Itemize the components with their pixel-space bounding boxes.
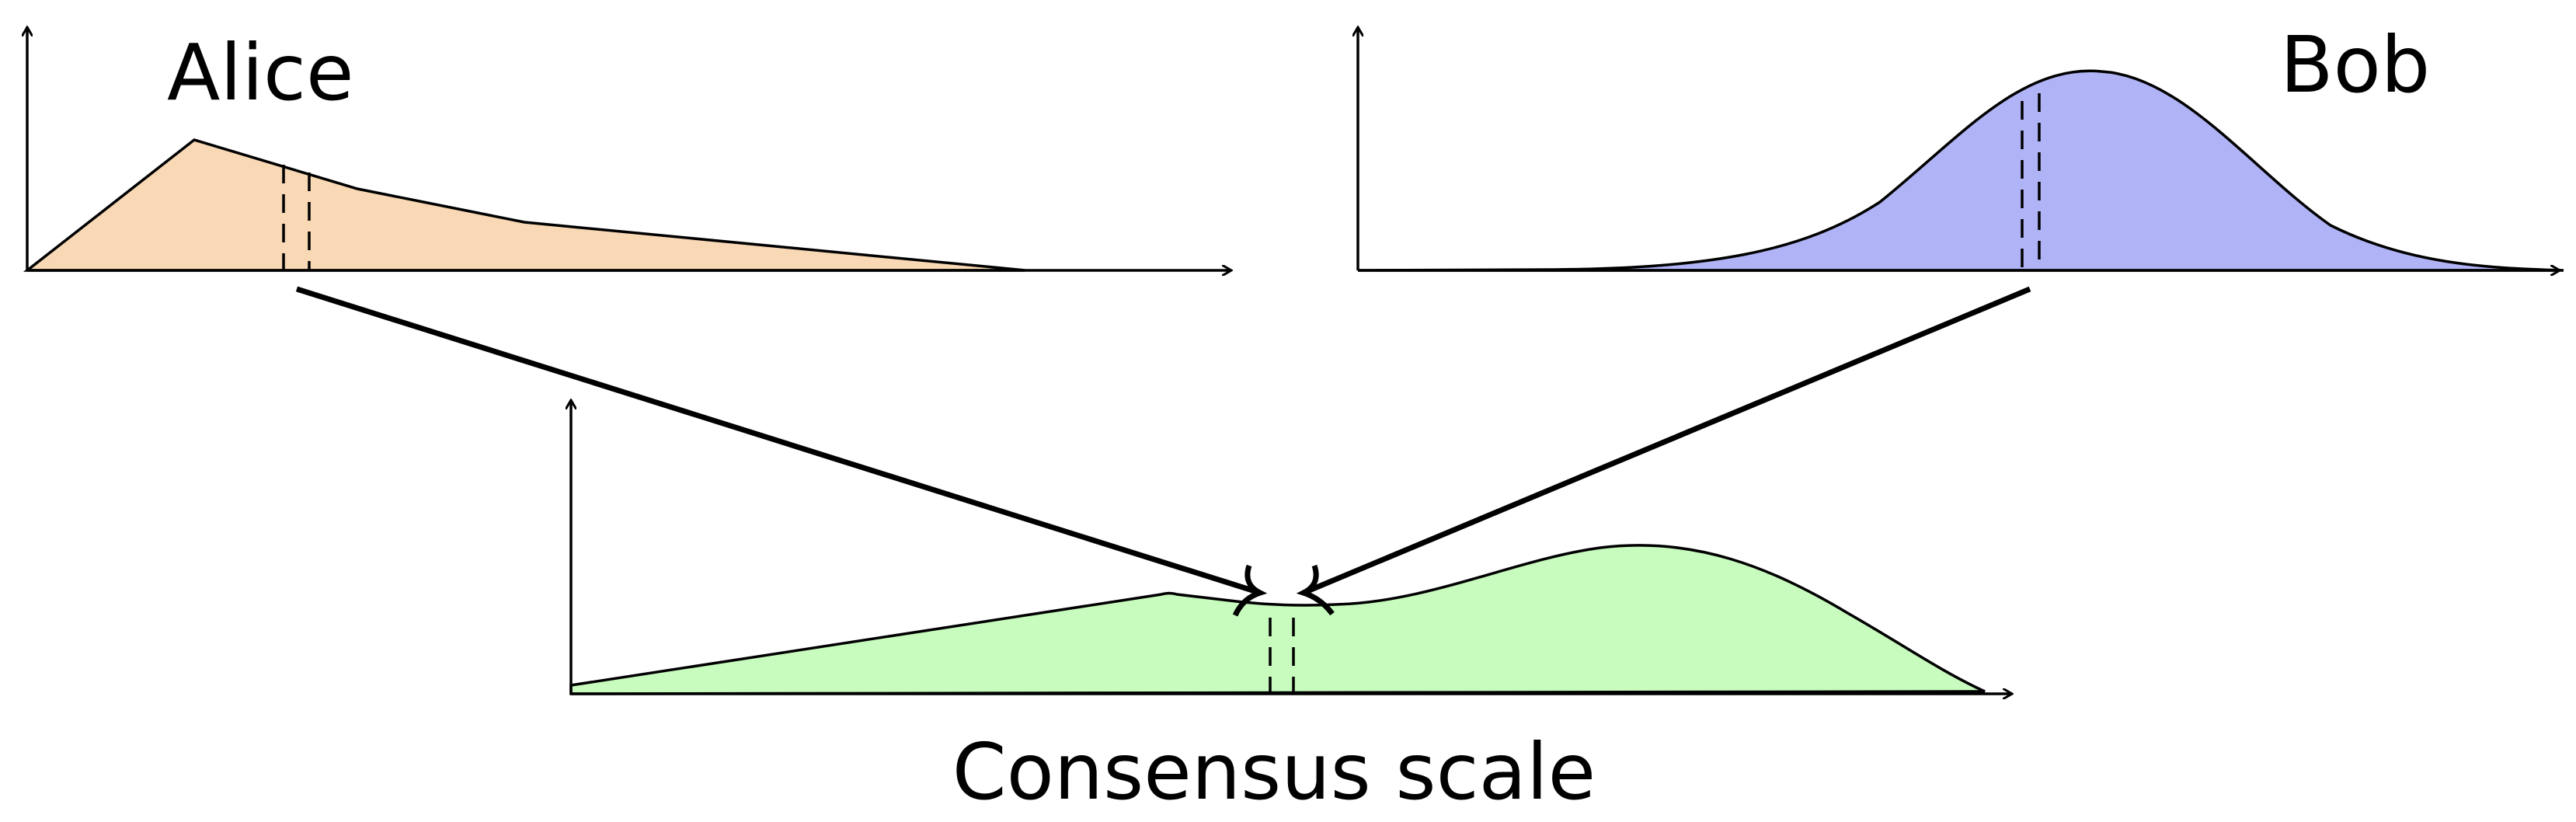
- arrowhead-icon: [1296, 564, 1335, 616]
- alice-distribution-area: [23, 138, 1026, 272]
- bob-title: Bob: [2280, 19, 2430, 110]
- alice-panel: Alice: [27, 27, 1231, 270]
- alice-to-consensus-arrow: [295, 286, 1262, 596]
- consensus-panel: Consensus scale: [571, 400, 2012, 817]
- bob-distribution-area: [1357, 69, 2564, 272]
- consensus-title: Consensus scale: [952, 726, 1596, 817]
- alice-title: Alice: [167, 27, 353, 118]
- arrowhead-icon: [1232, 564, 1268, 617]
- mapping-arrows: [295, 286, 2031, 617]
- bob-to-consensus-arrow: [1302, 286, 2031, 596]
- bob-panel: Bob: [1358, 19, 2564, 270]
- consensus-distribution-area: [569, 544, 1986, 695]
